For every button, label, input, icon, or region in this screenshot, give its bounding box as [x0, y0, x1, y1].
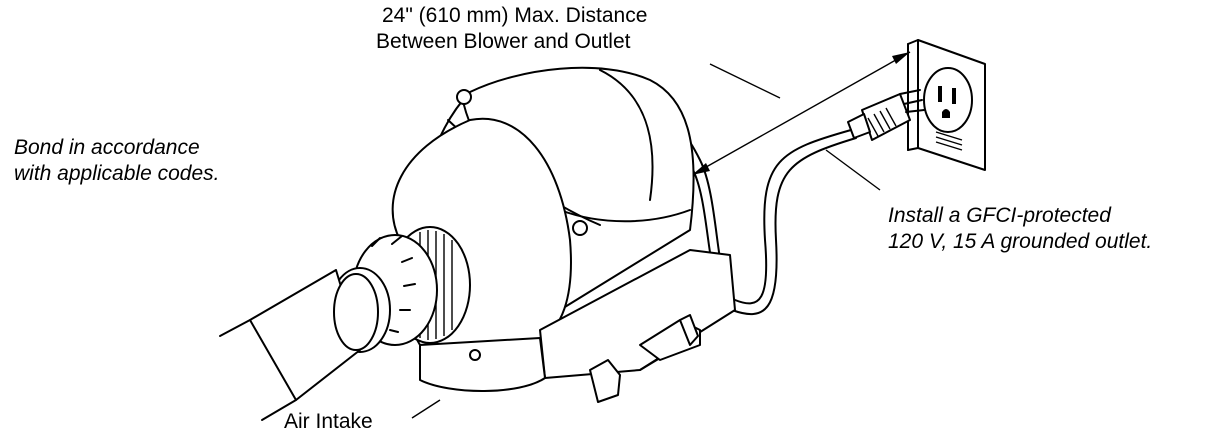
power-plug: [847, 89, 925, 141]
blower-unit: [391, 66, 736, 403]
wall-outlet: [907, 39, 986, 171]
bond-label-line2: with applicable codes.: [14, 162, 220, 185]
distance-label-line1: 24" (610 mm) Max. Distance: [382, 4, 648, 27]
gfci-leader-line: [825, 149, 881, 191]
distance-dimension-arrow: [691, 51, 911, 176]
distance-label-line2: Between Blower and Outlet: [376, 30, 631, 53]
bond-label-line1: Bond in accordance: [14, 136, 200, 159]
air-intake-pipe: [219, 269, 379, 421]
gfci-label-line2: 120 V, 15 A grounded outlet.: [888, 230, 1153, 253]
air-intake-label: Air Intake: [284, 410, 373, 433]
distance-leader-line: [709, 63, 781, 99]
air-intake-leader-line: [411, 399, 441, 419]
gfci-label-line1: Install a GFCI-protected: [888, 204, 1111, 227]
